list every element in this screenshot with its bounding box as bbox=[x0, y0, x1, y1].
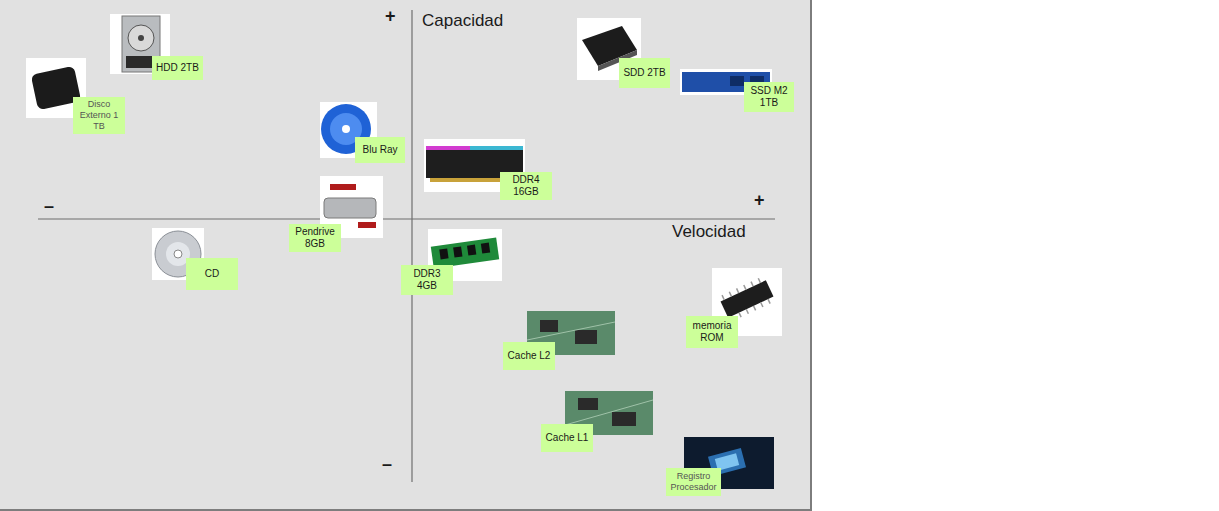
axis-sign: – bbox=[382, 454, 392, 475]
note-text: Disco Externo 1 TB bbox=[76, 99, 122, 132]
note-text: DDR3 4GB bbox=[404, 268, 450, 292]
sticky-note: DDR4 16GB bbox=[500, 172, 552, 200]
sticky-note: Cache L1 bbox=[541, 424, 593, 452]
note-text: SSD M2 1TB bbox=[747, 85, 791, 109]
note-text: Pendrive 8GB bbox=[292, 226, 338, 250]
sticky-note: memoria ROM bbox=[686, 316, 738, 348]
note-text: DDR4 16GB bbox=[503, 174, 549, 198]
note-text: Cache L2 bbox=[508, 350, 551, 362]
axis-sign: – bbox=[44, 196, 54, 217]
sticky-note: Blu Ray bbox=[355, 137, 405, 163]
sticky-note: Registro Procesador bbox=[666, 468, 721, 496]
note-text: HDD 2TB bbox=[156, 62, 199, 74]
sticky-note: Disco Externo 1 TB bbox=[73, 97, 125, 134]
sticky-note: SDD 2TB bbox=[619, 58, 670, 88]
note-text: Cache L1 bbox=[546, 432, 589, 444]
axis-sign: + bbox=[754, 190, 765, 211]
sticky-note: Pendrive 8GB bbox=[289, 224, 341, 252]
sticky-note: Cache L2 bbox=[503, 342, 555, 370]
sticky-note: SSD M2 1TB bbox=[744, 82, 794, 112]
note-text: SDD 2TB bbox=[623, 67, 665, 79]
axis-title: Velocidad bbox=[672, 222, 746, 242]
sticky-note: CD bbox=[186, 258, 238, 290]
note-text: CD bbox=[205, 268, 219, 280]
axis-title: Capacidad bbox=[422, 11, 503, 31]
note-text: Registro Procesador bbox=[669, 471, 718, 493]
axis-sign: + bbox=[385, 6, 396, 27]
note-text: memoria ROM bbox=[689, 320, 735, 344]
sticky-note: DDR3 4GB bbox=[401, 265, 453, 295]
note-text: Blu Ray bbox=[362, 144, 397, 156]
sticky-note: HDD 2TB bbox=[152, 56, 203, 80]
